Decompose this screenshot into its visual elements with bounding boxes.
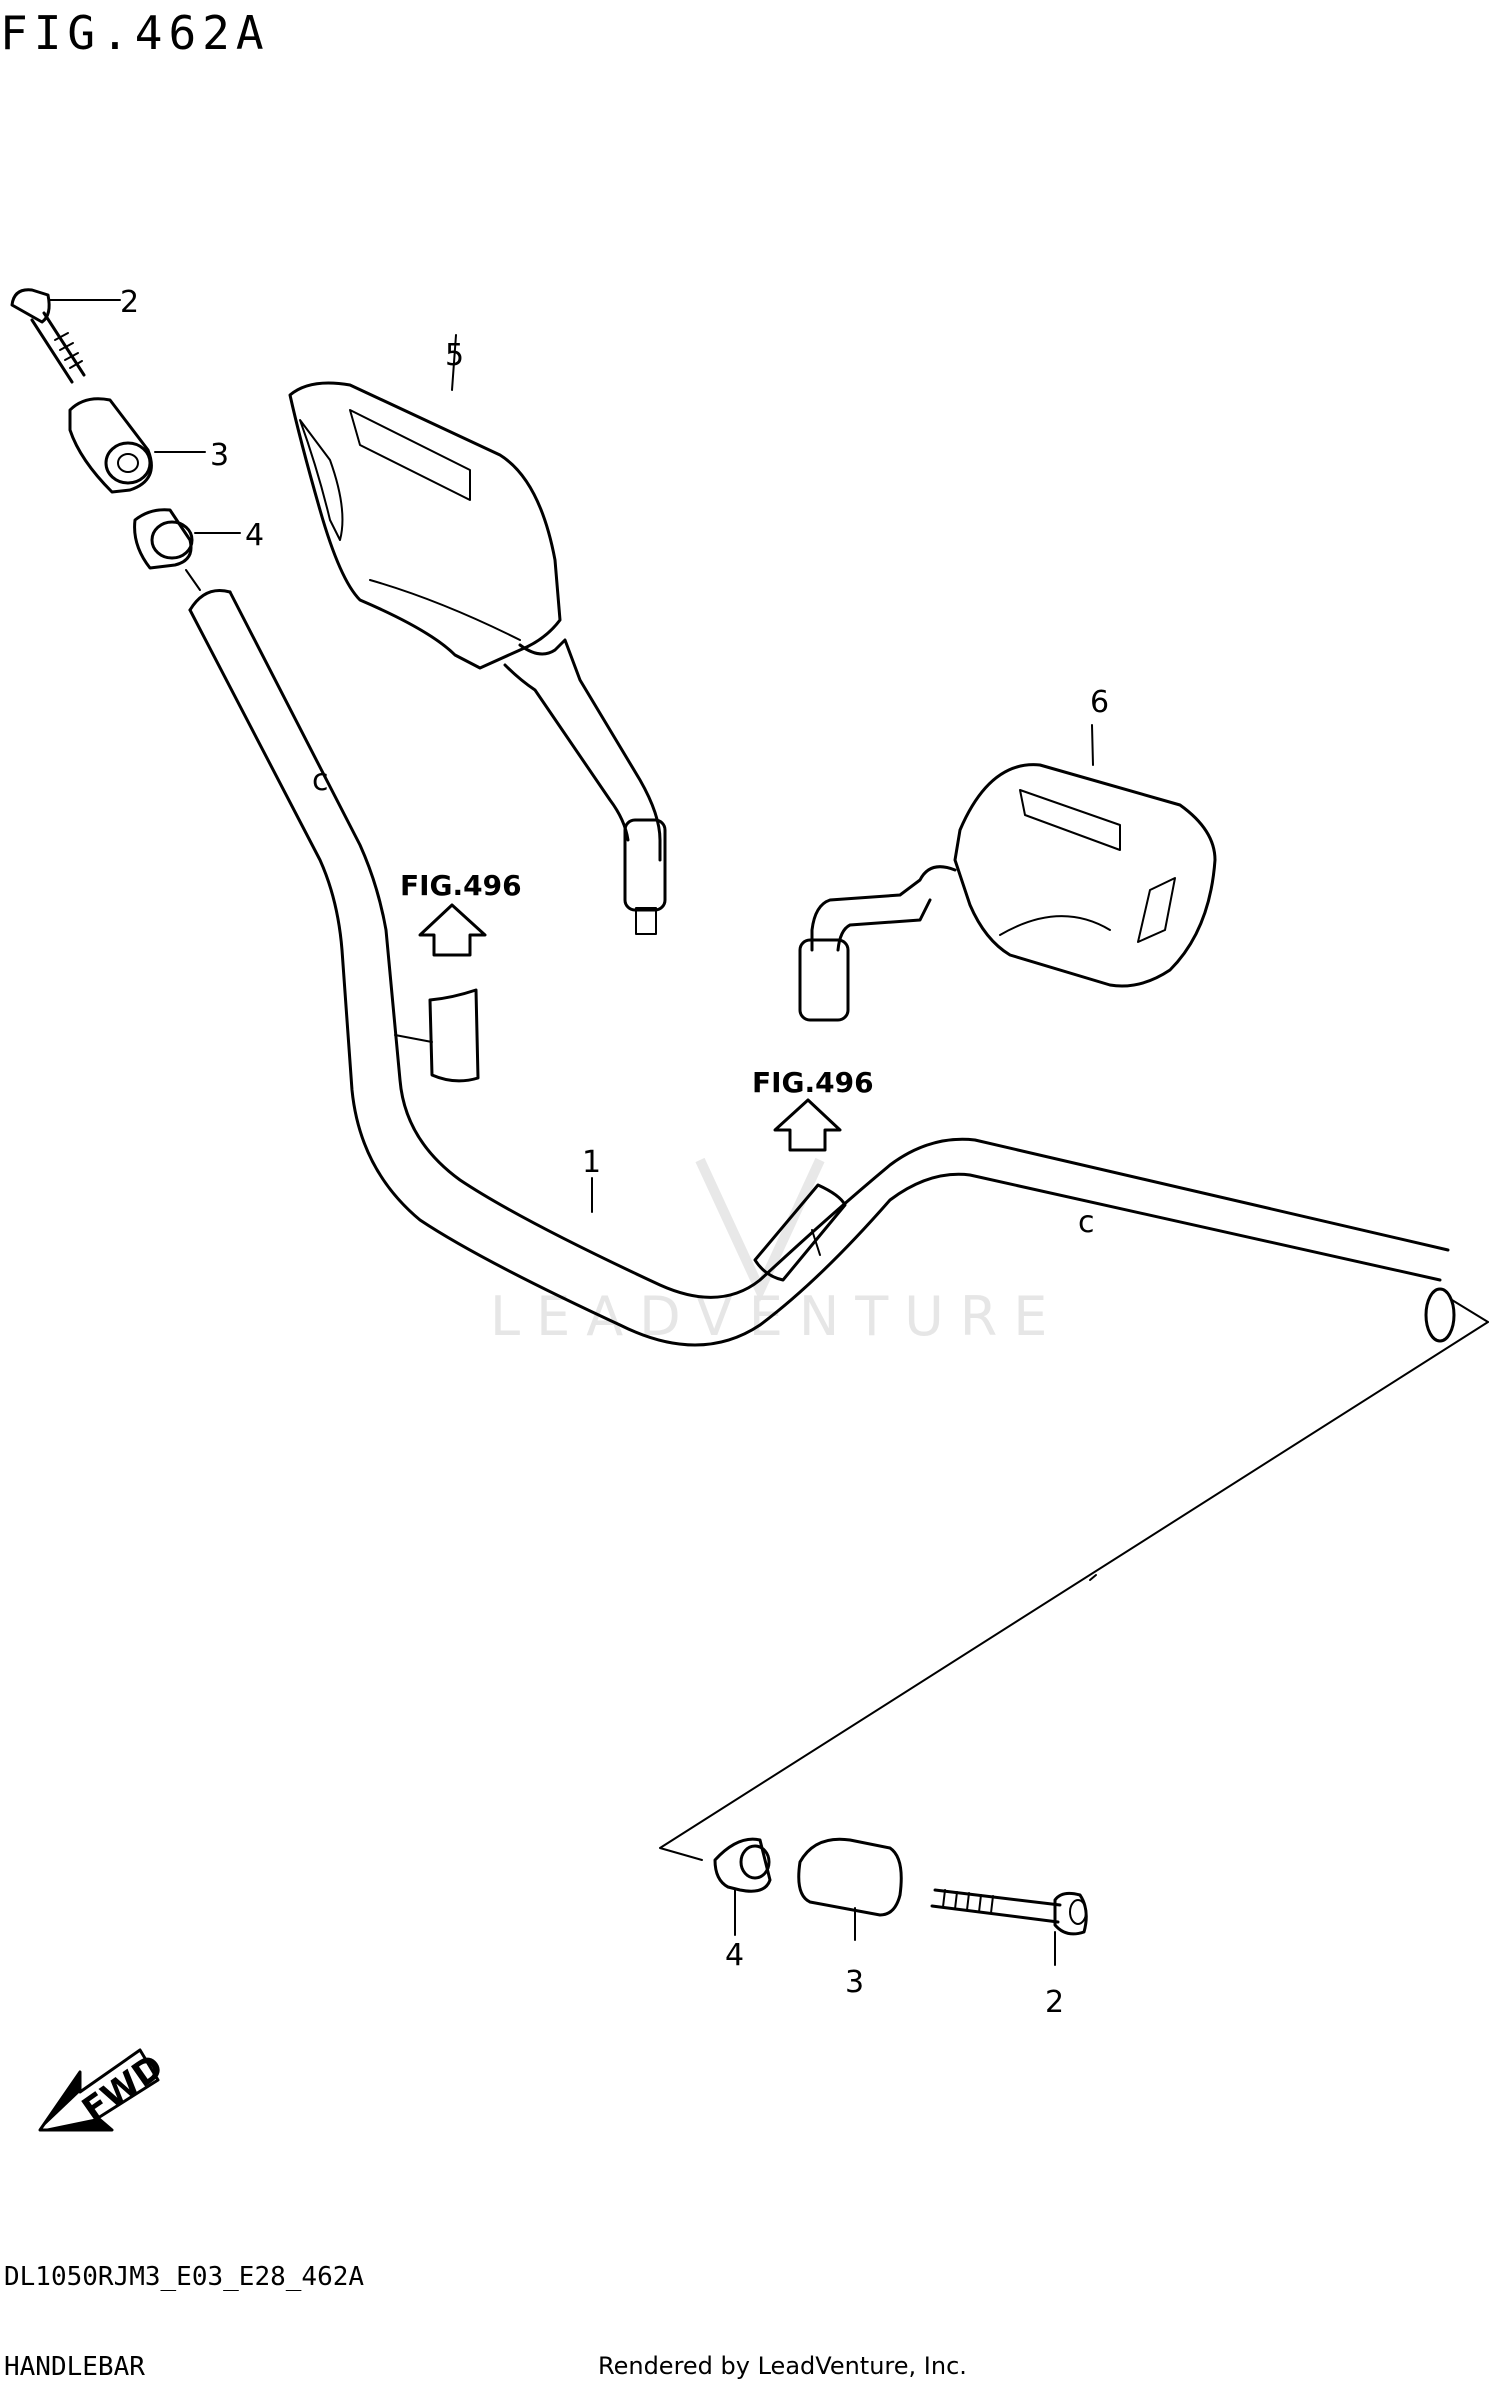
- callout-bolt-left: 2: [120, 285, 139, 320]
- bolt-right: 2: [930, 1888, 1088, 2020]
- fwd-label: FWD: [75, 2047, 171, 2131]
- callout-spacer-right: 4: [725, 1938, 744, 1973]
- rendered-by: Rendered by LeadVenture, Inc.: [598, 2352, 967, 2380]
- clamp-mark-left: [394, 988, 480, 1083]
- diagram-name: HANDLEBAR: [4, 2352, 145, 2382]
- weight-left: 3: [68, 397, 229, 494]
- watermark: LEADVENTURE: [490, 1157, 1063, 1348]
- mark-c-left: c: [312, 763, 329, 798]
- bolt-left: 2: [10, 285, 139, 384]
- mirror-left: 5: [288, 334, 667, 935]
- explode-line: [659, 1321, 1489, 1861]
- diagram-code: DL1050RJM3_E03_E28_462A: [4, 2262, 365, 2292]
- weight-right: 3: [797, 1837, 903, 2000]
- fwd-arrow-icon: FWD: [38, 2047, 171, 2132]
- fig-ref-left: FIG.496: [400, 869, 522, 902]
- fig-ref-right: FIG.496: [752, 1066, 874, 1099]
- callout-weight-left: 3: [210, 438, 229, 473]
- callout-bolt-right: 2: [1045, 1985, 1064, 2020]
- spacer-right: 4: [713, 1837, 772, 1973]
- callout-spacer-left: 4: [245, 518, 264, 553]
- spacer-left: 4: [133, 508, 264, 591]
- callout-mirror-right: 6: [1090, 685, 1109, 720]
- watermark-text: LEADVENTURE: [490, 1285, 1063, 1348]
- handlebar: c c: [188, 589, 1489, 1347]
- mirror-right: 6: [798, 685, 1217, 1022]
- fig-reference-left: FIG.496: [400, 869, 522, 957]
- callout-mirror-left: 5: [445, 338, 464, 373]
- explode-line-mark: [1089, 1574, 1097, 1581]
- clamp-mark-right: [753, 1183, 847, 1282]
- mark-c-right: c: [1078, 1205, 1095, 1240]
- figure-title: FIG.462A: [0, 6, 270, 60]
- fig-reference-right: FIG.496: [752, 1066, 874, 1152]
- callout-weight-right: 3: [845, 1965, 864, 2000]
- callout-handlebar: 1: [582, 1145, 601, 1180]
